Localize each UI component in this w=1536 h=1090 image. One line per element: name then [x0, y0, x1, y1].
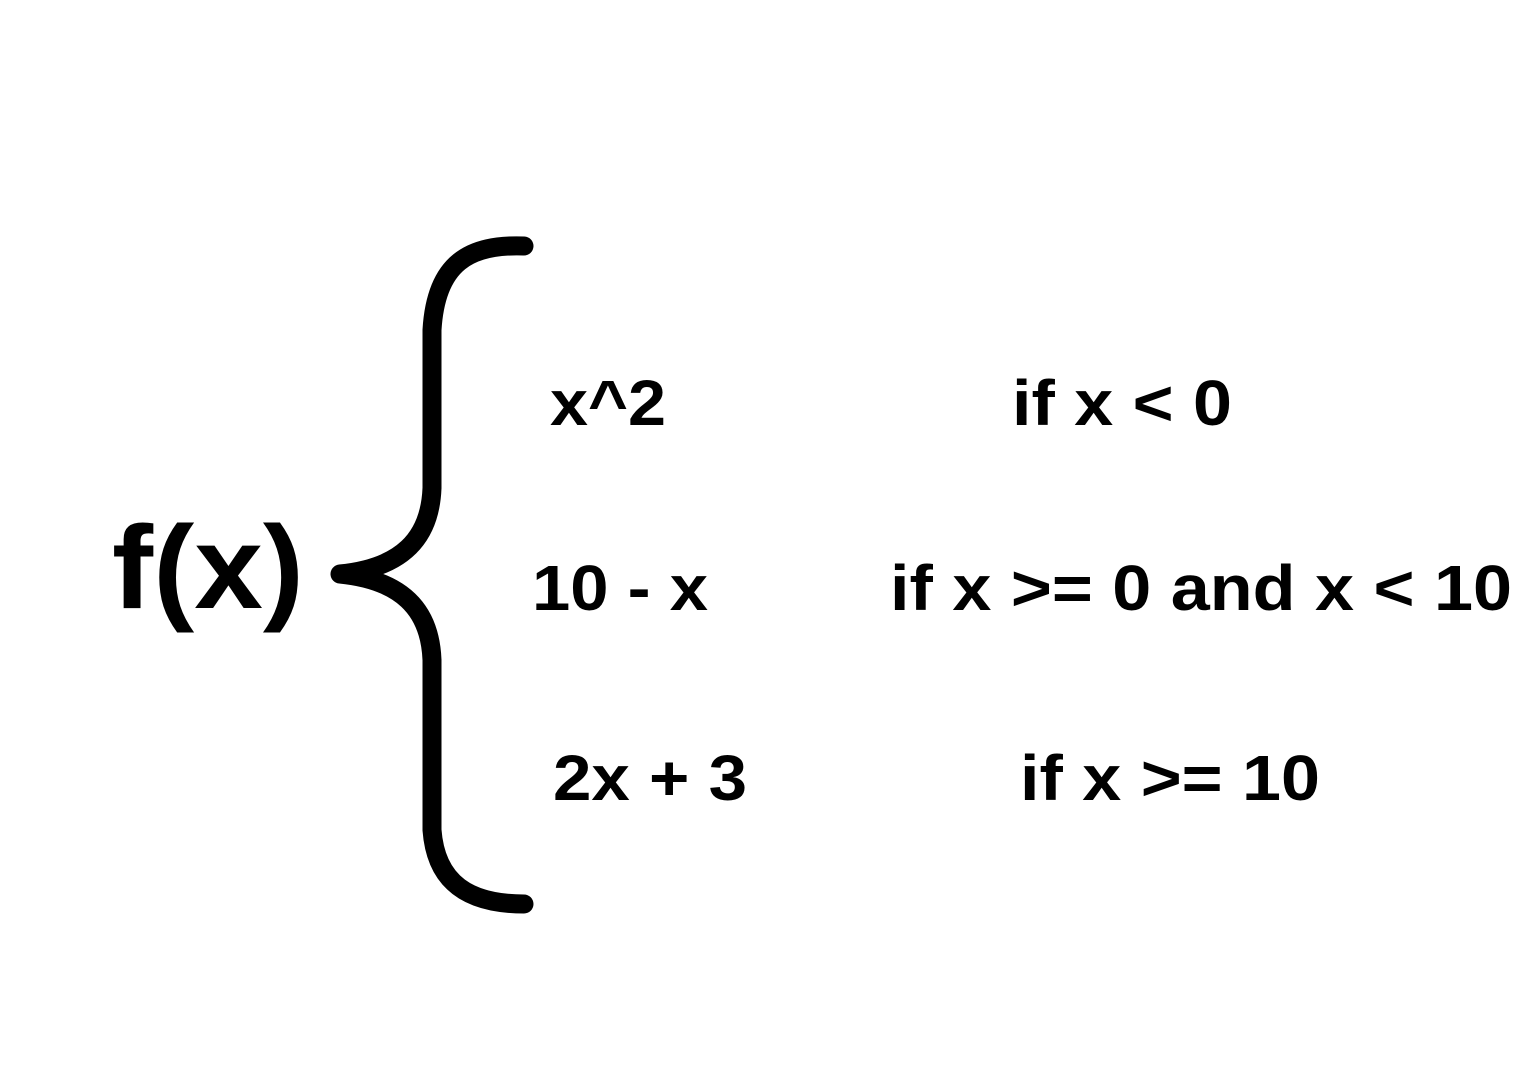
- case-row-3: 2x + 3 if x >= 10: [553, 742, 1320, 814]
- case-condition: if x >= 10: [1020, 742, 1320, 814]
- function-name: f(x): [112, 502, 304, 634]
- case-expression: 2x + 3: [553, 742, 747, 814]
- case-row-2: 10 - x if x >= 0 and x < 10: [532, 552, 1512, 624]
- case-expression: 10 - x: [532, 552, 708, 624]
- case-condition: if x >= 0 and x < 10: [890, 552, 1512, 624]
- case-condition: if x < 0: [1012, 367, 1232, 439]
- case-expression: x^2: [550, 367, 666, 439]
- curly-brace: [330, 236, 534, 914]
- case-row-1: x^2 if x < 0: [550, 367, 1232, 439]
